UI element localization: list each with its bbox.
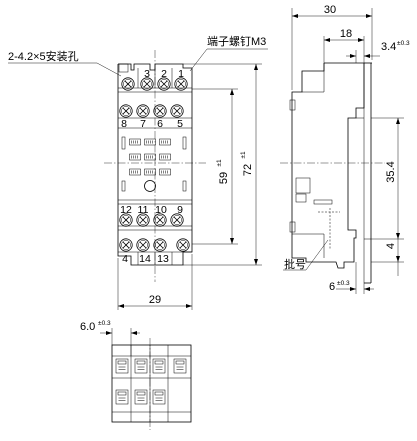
- dim-overall-height: 72 ±1: [183, 63, 262, 266]
- terminal-label-11: 11: [138, 204, 149, 216]
- contact-3: [159, 138, 171, 146]
- screw-upper-6: [153, 104, 167, 118]
- side-block-lower: [295, 193, 307, 203]
- bottom-clip-7: [152, 389, 166, 405]
- terminal-label-4: 4: [122, 253, 128, 265]
- side-slot-right: [182, 136, 187, 150]
- contact-7: [129, 168, 141, 176]
- terminal-label-2: 2: [161, 68, 167, 80]
- batch-label: 批号: [284, 257, 306, 271]
- screw-top-left: [121, 77, 135, 91]
- dim-bottom-view-offset-tol: ±0.3: [98, 320, 111, 327]
- batch-slot: [313, 199, 333, 205]
- batch-leader: [283, 239, 329, 271]
- bottom-clip-4: [173, 358, 187, 374]
- screw-bottom-1: [119, 238, 133, 252]
- dim-side-depth-value: 30: [324, 4, 336, 16]
- terminal-label-5: 5: [177, 118, 183, 130]
- callouts: 2-4.2×5安装孔 端子螺钉M3: [8, 35, 268, 77]
- screw-bottom-right: [176, 238, 190, 252]
- terminal-label-8: 8: [121, 118, 127, 130]
- terminal-label-13: 13: [157, 253, 169, 265]
- mount-hole-left: [118, 63, 129, 73]
- dim-rail-width-value: 35.4: [385, 161, 397, 182]
- contact-8: [144, 168, 156, 176]
- mount-holes-leader: [8, 62, 122, 77]
- dim-bottom-slot: 6 ±0.3: [329, 262, 374, 294]
- contact-9: [159, 168, 171, 176]
- dim-bottom-view-offset-value: 6.0: [80, 321, 95, 333]
- dim-bottom-slot-value: 6: [329, 281, 335, 293]
- contact-1: [129, 138, 141, 146]
- dim-inner-height-value: 59: [218, 172, 230, 184]
- dim-rail-lip: 4: [371, 239, 404, 276]
- terminal-label-6: 6: [157, 118, 163, 130]
- screw-bottom-2: [136, 238, 150, 252]
- contact-5: [144, 153, 156, 161]
- side-slot-right-2: [182, 180, 187, 192]
- bottom-clip-5: [115, 389, 129, 405]
- dim-top-step: 3.4 ±0.3: [346, 40, 410, 63]
- bottom-clip-3: [152, 358, 166, 374]
- bottom-clip-6: [134, 389, 148, 405]
- dim-rail-offset: 18: [323, 28, 365, 63]
- side-slot-left: [121, 136, 126, 150]
- terminal-label-14: 14: [139, 253, 151, 265]
- terminal-screw-leader: [189, 48, 268, 72]
- contact-4: [129, 153, 141, 161]
- terminal-label-1: 1: [178, 68, 184, 80]
- bottom-clip-1: [115, 358, 129, 374]
- dim-rail-width: 35.4: [371, 117, 404, 240]
- dim-rail-lip-value: 4: [385, 243, 397, 249]
- side-block-upper: [295, 177, 311, 194]
- terminal-label-7: 7: [140, 118, 146, 130]
- screw-bottom-3: [153, 238, 167, 252]
- terminal-screw-label: 端子螺钉M3: [207, 35, 266, 48]
- dim-top-step-value: 3.4: [381, 41, 396, 53]
- side-view: 批号: [280, 62, 385, 284]
- dim-inner-height-tol: ±1: [216, 159, 223, 167]
- dim-inner-height: 59 ±1: [192, 88, 238, 245]
- side-slot-left-2: [121, 180, 126, 192]
- dim-side-depth: 30: [291, 4, 373, 90]
- dim-front-width-value: 29: [149, 294, 161, 306]
- center-hole: [144, 180, 156, 192]
- side-outline: [291, 62, 365, 269]
- front-view: 3 2 1 8 7 6 5 12 11 10 9 4 14 13: [104, 50, 206, 282]
- bottom-clip-2: [134, 358, 148, 374]
- bottom-view: [111, 338, 192, 430]
- screw-upper-8: [119, 104, 133, 118]
- terminal-label-9: 9: [177, 204, 183, 216]
- side-clip-2: [289, 221, 296, 233]
- terminal-label-10: 10: [155, 204, 167, 216]
- side-clip: [289, 99, 296, 111]
- bottom-outline: [111, 344, 192, 423]
- terminal-label-12: 12: [120, 204, 132, 216]
- dim-overall-height-value: 72: [242, 164, 254, 176]
- dim-bottom-slot-tol: ±0.3: [337, 280, 350, 287]
- contact-6: [159, 153, 171, 161]
- terminal-label-3: 3: [144, 68, 150, 80]
- mount-holes-label: 2-4.2×5安装孔: [8, 49, 79, 63]
- screw-upper-7: [136, 104, 150, 118]
- contact-2: [144, 138, 156, 146]
- dim-bottom-view-offset: 6.0 ±0.3: [80, 320, 140, 356]
- screw-upper-5: [170, 104, 184, 118]
- dim-front-width: 29: [117, 254, 193, 310]
- dim-overall-height-tol: ±1: [240, 151, 247, 159]
- dim-rail-offset-value: 18: [340, 28, 352, 40]
- dim-top-step-tol: ±0.3: [397, 40, 410, 47]
